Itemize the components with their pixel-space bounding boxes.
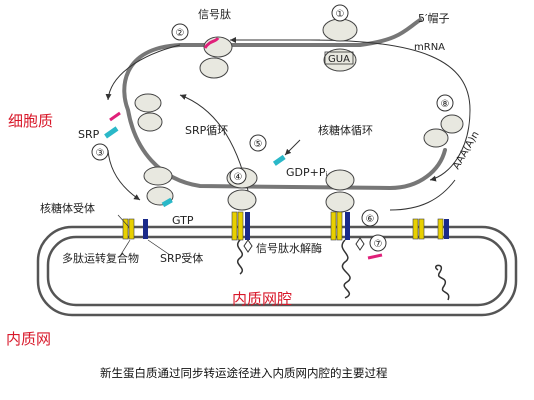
label-srp-receptor: SRP受体: [160, 251, 203, 265]
label-er-lumen: 内质网腔: [232, 290, 292, 308]
step-1: ①: [336, 9, 345, 20]
nascent-chain-1: [237, 239, 243, 275]
gdp-arrow: [284, 139, 301, 156]
label-gtp: GTP: [172, 214, 194, 227]
ribosome-2: [199, 36, 233, 79]
label-signal-peptidase: 信号肽水解酶: [256, 241, 322, 255]
step-4: ④: [234, 172, 243, 183]
signal-peptidase-marker: [243, 239, 253, 253]
label-srp-cycle: SRP循环: [185, 124, 228, 137]
step-3: ③: [96, 148, 105, 159]
label-five-prime-cap: 5′帽子: [418, 12, 450, 25]
figure-caption: 新生蛋白质通过同步转运途径进入内质网内腔的主要过程: [100, 366, 388, 380]
label-ribosome-receptor: 核糖体受体: [40, 201, 95, 215]
label-mrna: mRNA: [414, 42, 445, 53]
nascent-chain-2: [341, 239, 351, 299]
signal-peptide-2: [203, 37, 220, 49]
mrna-strand: [122, 18, 447, 191]
label-poly-a: AAA(A)n: [451, 130, 482, 172]
step-5: ⑤: [254, 139, 263, 150]
ribosome-1: [322, 18, 358, 72]
step-7: ⑦: [374, 239, 383, 250]
label-signal-peptide: 信号肽: [198, 7, 231, 21]
label-ribosome-cycle: 核糖体循环: [318, 123, 373, 137]
label-codon: GUA: [328, 54, 350, 65]
leader-receptor: [117, 214, 129, 227]
label-translocon: 多肽运转复合物: [62, 251, 139, 265]
srp-particle-free: [104, 126, 119, 139]
step-8: ⑧: [441, 99, 450, 110]
leader-srp-receptor: [147, 239, 171, 256]
arrow-2-to-3: [105, 44, 181, 101]
label-er: 内质网: [6, 330, 51, 348]
signal-peptide-cleaved: [367, 253, 383, 260]
signal-peptide-3: [109, 111, 121, 122]
ribosome-free: [423, 114, 464, 148]
receptors-left: [122, 218, 148, 240]
step-6: ⑥: [366, 214, 375, 225]
ribosome-cycle-arrow: [309, 39, 471, 182]
ribosome-cycle-arrow-2: [389, 179, 456, 211]
leader-translocon: [119, 239, 131, 257]
label-cytoplasm: 细胞质: [8, 112, 53, 130]
codon-box: [324, 51, 354, 65]
srp-particle-4: [161, 197, 173, 208]
receptors-far-right: [412, 218, 449, 240]
folded-protein: [435, 264, 450, 301]
srp-particle-5: [272, 154, 286, 166]
cleavage-marker: [355, 237, 365, 251]
arrow-3-to-4: [107, 149, 141, 201]
receptors-mid: [231, 211, 250, 241]
ribosome-6: [325, 169, 355, 213]
er-membrane: [36, 225, 518, 317]
label-gdp-pi: GDP+Pᵢ: [286, 166, 327, 179]
step-markers: [91, 4, 454, 252]
receptors-right: [330, 211, 350, 241]
ribosome-3: [134, 93, 163, 132]
label-srp: SRP: [78, 128, 100, 141]
step-2: ②: [176, 28, 185, 39]
